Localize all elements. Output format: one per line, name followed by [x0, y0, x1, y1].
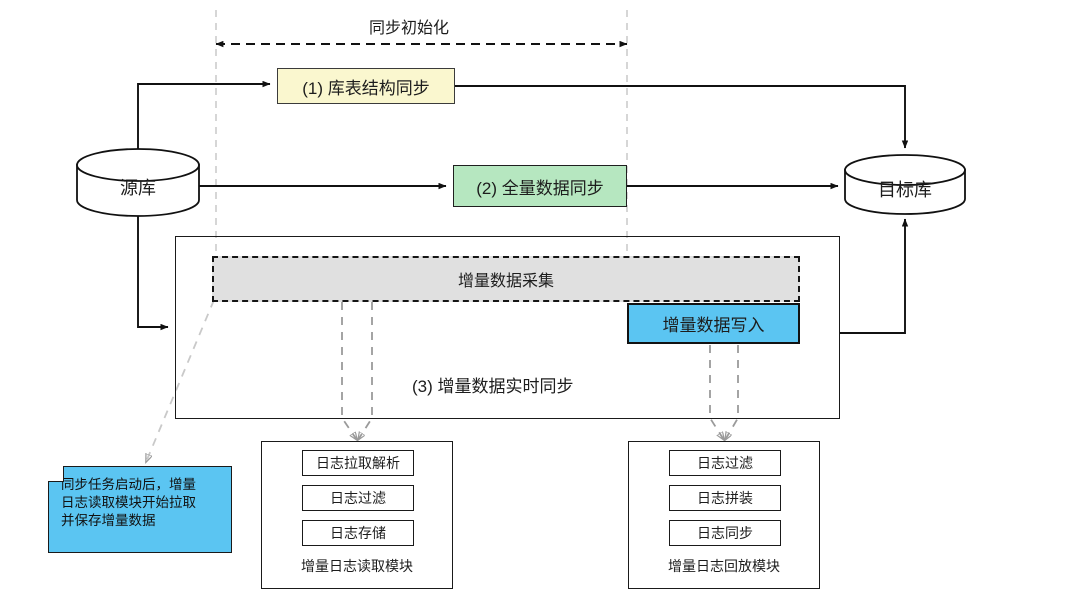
incremental-write-box[interactable]: 增量数据写入	[627, 303, 800, 344]
step1-schema-sync-box[interactable]: (1) 库表结构同步	[277, 68, 455, 104]
edge-source-to-step1	[137, 80, 271, 149]
replay-module-title: 增量日志回放模块	[668, 558, 780, 574]
note-line-1: 同步任务启动后，增量	[61, 477, 196, 492]
incremental-capture-box[interactable]: 增量数据采集	[212, 256, 800, 302]
replay-module-item-2[interactable]: 日志拼装	[669, 485, 781, 511]
read-module-title: 增量日志读取模块	[301, 558, 413, 574]
source-db-label: 源库	[120, 178, 156, 198]
read-module-item-1[interactable]: 日志拉取解析	[302, 450, 414, 476]
step3-label: (3) 增量数据实时同步	[412, 377, 574, 396]
read-module-item-3[interactable]: 日志存储	[302, 520, 414, 546]
step3-realtime-sync-container	[175, 236, 840, 419]
note-fold-corner-icon	[48, 466, 64, 482]
init-phase-label: 同步初始化	[369, 20, 450, 37]
read-module-item-2[interactable]: 日志过滤	[302, 485, 414, 511]
replay-module-item-1[interactable]: 日志过滤	[669, 450, 781, 476]
note-line-2: 日志读取模块开始拉取	[61, 495, 196, 510]
edge-step3-to-target	[840, 218, 909, 334]
edge-step1-to-target	[455, 85, 909, 149]
replay-module-item-3[interactable]: 日志同步	[669, 520, 781, 546]
read-module-container: 日志拉取解析 日志过滤 日志存储 增量日志读取模块	[261, 441, 453, 589]
note-line-3: 并保存增量数据	[61, 513, 156, 528]
replay-module-container: 日志过滤 日志拼装 日志同步 增量日志回放模块	[628, 441, 820, 589]
sync-start-note: 同步任务启动后，增量 日志读取模块开始拉取 并保存增量数据	[48, 466, 232, 553]
step2-full-data-sync-box[interactable]: (2) 全量数据同步	[453, 165, 627, 207]
target-db-label: 目标库	[878, 180, 932, 200]
edge-source-to-step3	[137, 216, 169, 331]
